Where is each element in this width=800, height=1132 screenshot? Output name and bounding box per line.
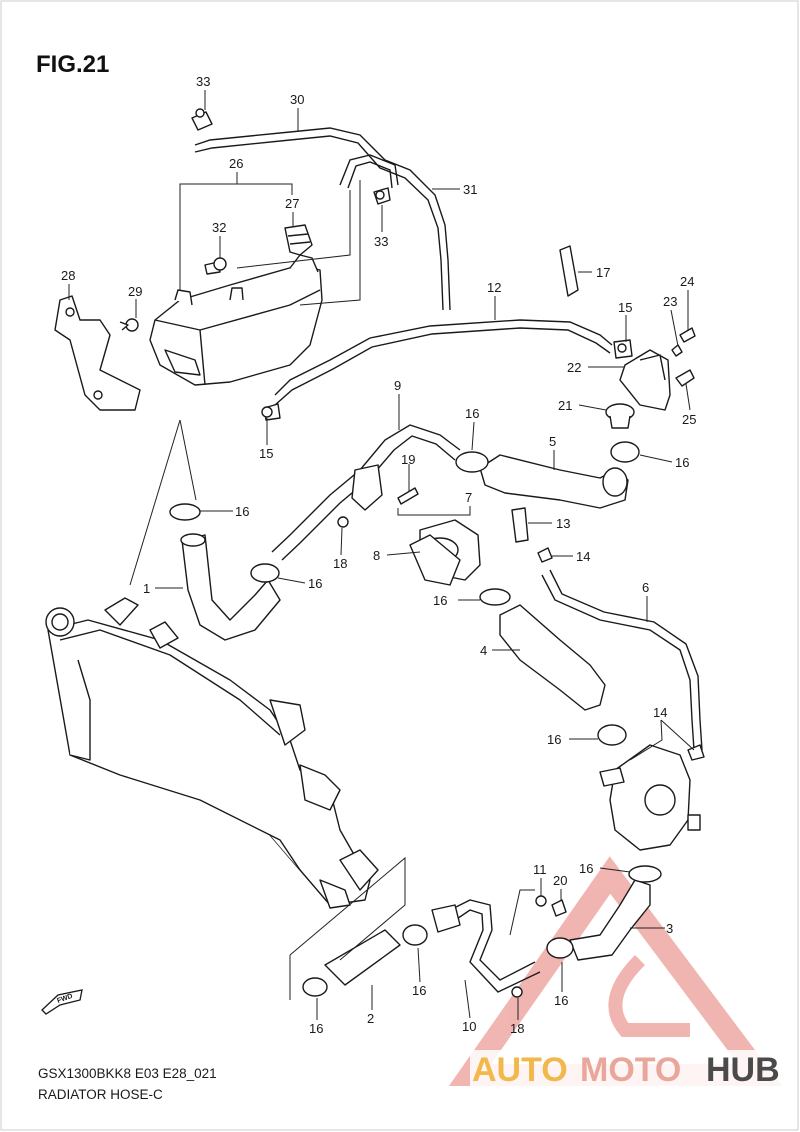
thermostat-21 [605,403,635,429]
callout-4: 4 [480,643,487,658]
leader-reservoir-hose [299,180,361,306]
callout-3: 3 [666,921,673,936]
group-bracket-2 [289,856,406,961]
callout-8: 8 [373,548,380,563]
footer-caption: RADIATOR HOSE-C [38,1087,163,1102]
callout-5: 5 [549,434,556,449]
callout-26: 26 [229,156,243,171]
callout-21: 21 [558,398,572,413]
callout-16e: 16 [433,593,447,608]
water-pump [599,744,701,851]
callout-15b: 15 [259,446,273,461]
callout-16g: 16 [579,861,593,876]
callout-20: 20 [553,873,567,888]
callout-33b: 33 [374,234,388,249]
thermostat-housing [619,349,671,411]
fwd-arrow-icon: FWD [41,989,83,1015]
clamp-14a [537,547,553,563]
callout-16d: 16 [308,576,322,591]
hose-1 [180,533,281,641]
callout-15a: 15 [618,300,632,315]
callout-33: 33 [196,74,210,89]
watermark-moto: MOTO [580,1051,681,1089]
callout-18a: 18 [333,556,347,571]
leader-radiator-b [179,419,197,501]
callout-12: 12 [487,280,501,295]
clamps-16 [169,441,662,997]
callout-14a: 14 [576,549,590,564]
reservoir-cap [284,224,313,256]
bracket-28 [54,295,141,411]
callout-16j: 16 [309,1021,323,1036]
callout-16f: 16 [547,732,561,747]
bolt-29 [119,318,139,332]
callout-30: 30 [290,92,304,107]
pipe-9 [271,424,461,561]
leader-lines [68,90,695,1020]
figure-title: FIG.21 [36,51,109,78]
watermark-wordmark: AUTO MOTO HUB [470,1050,790,1089]
watermark-auto: AUTO [472,1051,568,1089]
callout-23: 23 [663,294,677,309]
callout-16h: 16 [554,993,568,1008]
hose-3 [569,879,651,961]
callout-16i: 16 [412,983,426,998]
callout-28: 28 [61,268,75,283]
bolt-32 [204,257,227,275]
hose-5 [479,454,629,509]
watermark-hub: HUB [706,1051,780,1089]
callout-19: 19 [401,452,415,467]
hose-4 [499,604,606,711]
hose-6 [541,569,703,751]
callout-17: 17 [596,265,610,280]
leader-radiator-a [129,419,181,586]
bolt-19 [397,487,419,505]
callout-7: 7 [465,490,472,505]
callout-22: 22 [567,360,581,375]
group-bracket-10 [509,889,535,936]
callout-16a: 16 [465,406,479,421]
callout-16b: 16 [675,455,689,470]
callout-13: 13 [556,516,570,531]
callout-29: 29 [128,284,142,299]
callout-14b: 14 [653,705,667,720]
callout-numbers: 33 30 26 31 27 33 32 28 29 17 12 24 15 2… [61,74,696,1036]
callout-9: 9 [394,378,401,393]
clip-17 [559,245,579,297]
callout-25: 25 [682,412,696,427]
bolt-18a [337,516,349,528]
radiator [45,597,379,909]
callout-18b: 18 [510,1021,524,1036]
callout-2: 2 [367,1011,374,1026]
group-bracket-26 [179,183,293,255]
callout-31: 31 [463,182,477,197]
hose-2 [324,929,401,986]
fitting-13 [511,507,529,543]
overflow-hoses [191,111,451,311]
callout-32: 32 [212,220,226,235]
gasket-8 [409,534,461,586]
callout-24: 24 [680,274,694,289]
callout-10: 10 [462,1019,476,1034]
small-parts [195,108,705,998]
pipe-10 [431,899,541,993]
group-bracket-26-right [236,190,351,269]
callout-16c: 16 [235,504,249,519]
callout-27: 27 [285,196,299,211]
reservoir-tank [149,254,323,386]
bolts-23-25 [671,327,696,387]
callout-1: 1 [143,581,150,596]
callout-11: 11 [533,862,547,877]
footer-code: GSX1300BKK8 E03 E28_021 [38,1066,217,1081]
callout-6: 6 [642,580,649,595]
watermark-triangle [448,856,782,1086]
